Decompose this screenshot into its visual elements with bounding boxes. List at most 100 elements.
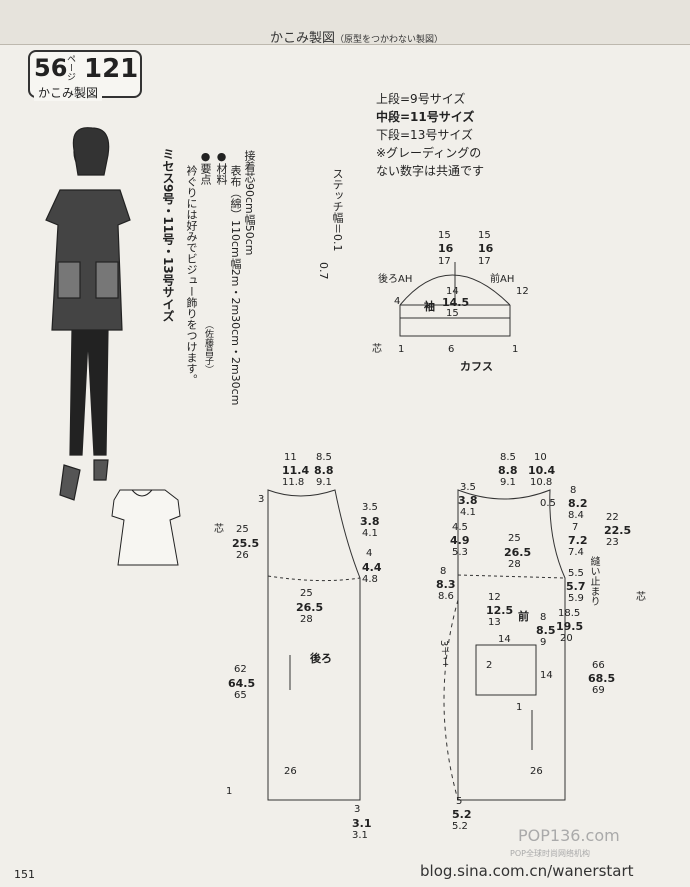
title-text: かこみ製図 bbox=[270, 31, 336, 46]
front-dim: 13 bbox=[488, 617, 501, 628]
back-dim: 9.1 bbox=[316, 477, 332, 488]
front-dim: 7 bbox=[572, 522, 579, 533]
title-subtitle: （原型をつかわない製図） bbox=[335, 35, 444, 45]
sleeve-dim: 17 bbox=[478, 256, 491, 267]
back-dim: 26.5 bbox=[296, 601, 324, 614]
back-dim: 8.8 bbox=[314, 464, 334, 477]
front-dim: 8.3 bbox=[436, 578, 456, 591]
sleeve-dim: 15 bbox=[446, 308, 459, 319]
front-dim: 22 bbox=[606, 512, 619, 523]
sleeve-pattern bbox=[399, 262, 511, 337]
front-dim: 66 bbox=[592, 660, 605, 671]
sleeve-dim: 15 bbox=[478, 230, 491, 241]
front-dim: 18.5 bbox=[558, 608, 581, 619]
front-dim: 7.4 bbox=[568, 547, 584, 558]
stitch-width-value: 0.7 bbox=[317, 262, 330, 280]
watermark-url: blog.sina.com.cn/wanerstart bbox=[420, 862, 634, 880]
front-dim: 26 bbox=[530, 766, 543, 777]
front-dim: 0.5 bbox=[540, 498, 556, 509]
legend-line-3: 下段=13号サイズ bbox=[376, 128, 473, 142]
front-dim: 68.5 bbox=[588, 672, 616, 685]
back-dim: 65 bbox=[234, 690, 247, 701]
front-dim: 4.1 bbox=[460, 507, 476, 518]
front-dim: 5 bbox=[456, 796, 463, 807]
page-title: かこみ製図（原型をつかわない製図） bbox=[270, 27, 443, 46]
badge-caption: かこみ製図 bbox=[34, 84, 103, 101]
woman-illustration bbox=[45, 127, 131, 501]
front-dim: 10 bbox=[534, 452, 547, 463]
sleeve-front-ah: 前AH bbox=[490, 274, 515, 285]
points-text: 衿ぐりには好みでビジュー飾りをつけます。 bbox=[185, 165, 198, 385]
sleeve-back-ah: 後ろAH bbox=[378, 274, 413, 285]
header-bar bbox=[0, 0, 690, 45]
front-interfacing: 芯 bbox=[636, 592, 646, 603]
sleeve-dim: 1 bbox=[398, 344, 405, 355]
front-dim: 14 bbox=[540, 670, 553, 681]
front-dim: 4.5 bbox=[452, 522, 468, 533]
front-dim: 1 bbox=[516, 702, 523, 713]
back-dim: 11 bbox=[284, 452, 297, 463]
front-dim: 5.5 bbox=[568, 568, 584, 579]
points-heading: ●要点 bbox=[199, 150, 212, 185]
front-dim: 23 bbox=[606, 537, 619, 548]
sleeve-name: 袖 bbox=[424, 300, 435, 313]
front-dim: 8.5 bbox=[536, 624, 556, 637]
front-dim: 22.5 bbox=[604, 524, 632, 537]
points-credit: （佐藤昌子） bbox=[203, 320, 213, 374]
materials-interfacing: 接着芯90cm幅50cm bbox=[243, 150, 256, 256]
page-number: 151 bbox=[14, 868, 35, 881]
front-dim: 12.5 bbox=[486, 604, 514, 617]
sleeve-dim: 1 bbox=[512, 344, 519, 355]
badge-pattern-number: 121 bbox=[84, 54, 139, 84]
sleeve-dim: 14 bbox=[446, 286, 459, 297]
sleeve-dim: 15 bbox=[438, 230, 451, 241]
back-dim: 3 bbox=[258, 494, 265, 505]
front-dim: 7.2 bbox=[568, 534, 588, 547]
back-dim: 25 bbox=[300, 588, 313, 599]
front-dim: 10.4 bbox=[528, 464, 556, 477]
back-dim: 25 bbox=[236, 524, 249, 535]
sleeve-dim: 6 bbox=[448, 344, 455, 355]
back-dim: 3 bbox=[354, 804, 361, 815]
cuff-label: カフス bbox=[460, 360, 493, 373]
logo-subtext: POP全球时尚网络机构 bbox=[510, 849, 590, 858]
front-dim: 25 bbox=[508, 533, 521, 544]
sleeve-interfacing: 芯 bbox=[372, 344, 382, 355]
front-dim: 9.1 bbox=[500, 477, 516, 488]
front-dim: 8 bbox=[570, 485, 577, 496]
front-dim: 5.2 bbox=[452, 808, 472, 821]
front-dim: 8.8 bbox=[498, 464, 518, 477]
front-dim: 3.5 bbox=[460, 482, 476, 493]
front-dim: 9 bbox=[540, 637, 547, 648]
front-dim: 69 bbox=[592, 685, 605, 696]
back-dim: 26 bbox=[236, 550, 249, 561]
sleeve-dim: 17 bbox=[438, 256, 451, 267]
front-dim: 3.8 bbox=[458, 494, 478, 507]
sleeve-dim: 16 bbox=[438, 242, 454, 255]
legend-line-4: ※グレーディングの bbox=[376, 146, 482, 160]
dress-flat-sketch bbox=[111, 489, 181, 566]
stitch-width-label: ステッチ幅＝0.1 bbox=[331, 168, 344, 252]
front-dim: 8.6 bbox=[438, 591, 454, 602]
sleeve-dim: 14.5 bbox=[442, 296, 470, 309]
front-dim: 8 bbox=[440, 566, 447, 577]
back-dim: 3.8 bbox=[360, 515, 380, 528]
back-interfacing: 芯 bbox=[214, 524, 224, 535]
back-dim: 11.4 bbox=[282, 464, 310, 477]
front-dim: 12 bbox=[488, 592, 501, 603]
sleeve-dim: 12 bbox=[516, 286, 529, 297]
back-dim: 25.5 bbox=[232, 537, 260, 550]
logo-text: POP136.com bbox=[518, 826, 620, 845]
front-dim: 10.8 bbox=[530, 477, 553, 488]
front-dim: 5.7 bbox=[566, 580, 586, 593]
materials-fabric: 表布（綿）110cm幅2m・2m30cm・2m30cm bbox=[229, 165, 242, 406]
back-piece-name: 後ろ bbox=[310, 652, 332, 665]
back-dim: 3.1 bbox=[352, 817, 372, 830]
badge-page-ref: 56 bbox=[34, 54, 68, 82]
back-dim: 28 bbox=[300, 614, 313, 625]
front-dim: 8.4 bbox=[568, 510, 584, 521]
back-dim: 8.5 bbox=[316, 452, 332, 463]
front-dim: 8 bbox=[540, 612, 547, 623]
legend-line-2: 中段=11号サイズ bbox=[376, 110, 475, 124]
